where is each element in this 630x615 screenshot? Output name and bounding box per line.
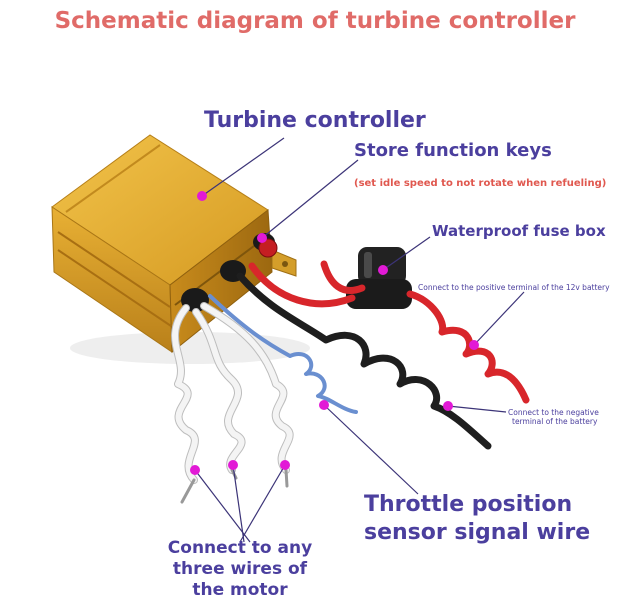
leader-positive — [473, 291, 525, 346]
leader-lines — [194, 137, 525, 543]
black-wire-coil — [236, 272, 492, 450]
wire-tip-3 — [284, 468, 289, 488]
controller-fin-1 — [57, 231, 171, 308]
wires — [171, 260, 530, 504]
mounting-hole — [282, 261, 288, 267]
controller-top-ridge — [65, 144, 161, 213]
label-throttle-line2: sensor signal wire — [364, 520, 591, 545]
label-negative-terminal-line1: Connect to the negative — [508, 408, 599, 417]
leader-motor-1 — [194, 469, 251, 543]
label-motor-line2: three wires of — [172, 559, 308, 579]
fuse-box-lid — [346, 279, 412, 309]
leader-controller — [201, 137, 285, 197]
label-motor-line3: the motor — [192, 580, 288, 600]
leader-throttle — [323, 404, 419, 495]
leader-negative — [447, 405, 507, 413]
marker-motor-3 — [280, 460, 290, 470]
label-positive-terminal: Connect to the positive terminal of the … — [418, 283, 610, 292]
wire-tip-1 — [180, 478, 196, 504]
label-waterproof-fuse-box: Waterproof fuse box — [432, 222, 606, 240]
label-motor-line1: Connect to any — [167, 538, 313, 558]
controller-fin-2 — [57, 249, 172, 327]
diagram-title: Schematic diagram of turbine controller — [54, 8, 576, 34]
marker-controller — [197, 191, 207, 201]
leader-fuse — [382, 236, 431, 271]
label-store-function-keys: Store function keys — [354, 140, 552, 161]
turbine-controller-body — [51, 134, 297, 354]
leader-store-keys — [261, 159, 359, 239]
store-function-key — [258, 238, 278, 258]
marker-negative — [443, 401, 453, 411]
white-wire-1 — [172, 305, 198, 483]
leader-motor-2 — [232, 464, 245, 543]
leader-motor-3 — [239, 464, 286, 543]
label-negative-terminal-line2: terminal of the battery — [512, 417, 598, 426]
white-wire-2 — [193, 309, 245, 473]
marker-motor-2 — [228, 460, 238, 470]
white-wire-3 — [201, 303, 293, 473]
markers — [190, 191, 479, 475]
label-throttle-line1: Throttle position — [364, 492, 573, 517]
blue-wire-coil — [208, 294, 358, 414]
marker-store-keys — [257, 233, 267, 243]
marker-motor-1 — [190, 465, 200, 475]
label-store-note: (set idle speed to not rotate when refue… — [354, 178, 607, 189]
label-turbine-controller: Turbine controller — [204, 108, 426, 133]
red-wire-to-fuse — [248, 262, 356, 308]
red-wire-coil — [406, 290, 530, 404]
marker-fuse — [378, 265, 388, 275]
label-motor-wires: Connect to any three wires of the motor — [160, 538, 320, 601]
marker-positive — [469, 340, 479, 350]
fuse-box-highlight — [364, 252, 372, 278]
marker-throttle — [319, 400, 329, 410]
red-wire-loop — [320, 260, 366, 294]
